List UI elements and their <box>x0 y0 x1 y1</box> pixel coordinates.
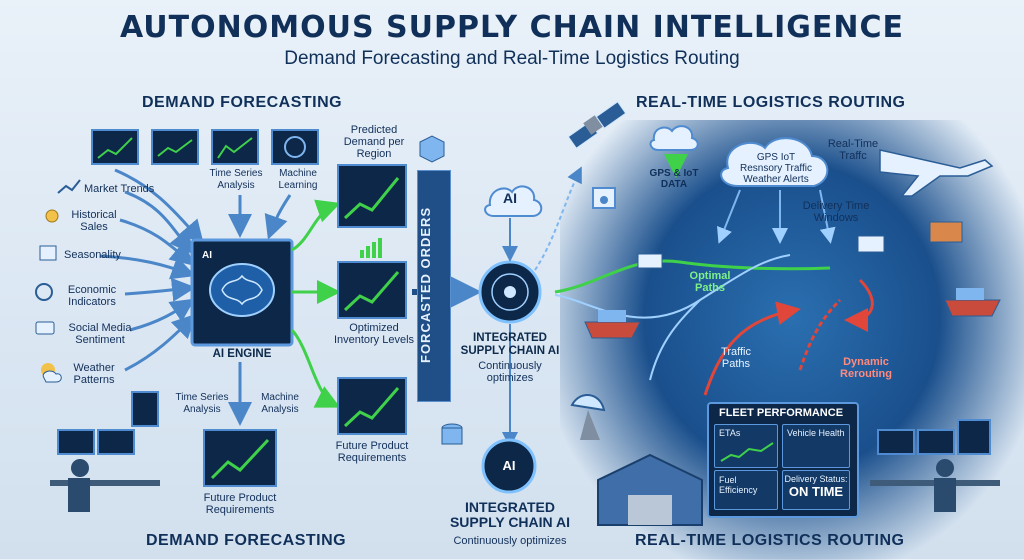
fleet-etas-label: ETAs <box>719 428 741 438</box>
ai-engine-label: AI ENGINE <box>212 348 272 360</box>
warehouse-icon <box>597 453 703 526</box>
ship-icons <box>584 288 1001 339</box>
input-market-trends: Market Trends <box>84 183 155 195</box>
input-social-media-sentiment: Social Media Sentiment <box>68 322 132 346</box>
label-future-requirements-bottom: Future Product Requirements <box>203 492 277 516</box>
brain-icon <box>209 263 275 317</box>
ai-badge: AI <box>202 250 212 261</box>
fleet-fuel-label: Fuel Efficiency <box>719 475 758 495</box>
label-predicted-demand: Predicted Demand per Region <box>343 124 405 160</box>
integrated-ai-node-bottom <box>481 438 537 494</box>
ai-cloud-icon <box>484 185 543 217</box>
label-machine-learning: Machine Learning <box>278 168 318 191</box>
fleet-etas-box: ETAs <box>714 424 778 468</box>
cloud-upload-icon <box>649 125 699 151</box>
label-traffic-paths: Traffic Paths <box>721 346 751 370</box>
satellite-icon <box>567 101 627 149</box>
label-real-time-traffic: Real-Time Traffc <box>827 138 879 162</box>
input-weather-patterns: Weather Patterns <box>73 362 115 386</box>
route-lines <box>554 189 874 396</box>
top-monitors <box>91 129 319 165</box>
section-logistics-routing-top: REAL-TIME LOGISTICS ROUTING <box>636 94 906 111</box>
input-seasonality: Seasonality <box>64 249 121 261</box>
label-delivery-windows: Delivery Time Windows <box>802 200 870 224</box>
fleet-delivery-status-box: Delivery Status: ON TIME <box>782 470 850 510</box>
database-icon <box>441 423 463 445</box>
satellite-dish-icon <box>570 394 606 440</box>
truck-icons <box>637 221 963 269</box>
page-title: AUTONOMOUS SUPPLY CHAIN INTELLIGENCE <box>120 10 904 45</box>
forecasted-orders-bar <box>417 170 451 402</box>
page-subtitle: Demand Forecasting and Real-Time Logisti… <box>284 48 740 69</box>
forecasted-orders-label: FORCASTED ORDERS <box>418 206 433 364</box>
fleet-delivery-status-value: ON TIME <box>788 484 844 499</box>
workstation-left <box>50 391 160 512</box>
bar-chart-icon <box>360 238 382 258</box>
input-icons <box>35 179 81 383</box>
label-optimized-inventory: Optimized Inventory Levels <box>333 322 415 346</box>
data-cloud-icon <box>720 137 829 187</box>
section-logistics-routing-bottom: REAL-TIME LOGISTICS ROUTING <box>635 532 905 549</box>
label-time-series-top: Time Series Analysis <box>209 168 263 191</box>
section-demand-forecasting-top: DEMAND FORECASTING <box>142 94 343 111</box>
workstation-right <box>870 419 1000 512</box>
label-future-requirements: Future Product Requirements <box>335 440 409 464</box>
integrated-ai-title-bottom: INTEGRATED SUPPLY CHAIN AI <box>449 499 571 530</box>
label-gps-iot-data: GPS & IoT DATA <box>649 168 699 190</box>
label-optimal-paths: Optimal Paths <box>689 270 731 294</box>
ai-cloud-label: AI <box>503 190 517 206</box>
input-economic-indicators: Economic Indicators <box>67 284 117 308</box>
airplane-icon <box>879 149 994 197</box>
output-panels <box>203 164 407 487</box>
label-dynamic-rerouting: Dynamic Rerouting <box>840 356 892 380</box>
label-machine-analysis: Machine Analysis <box>261 392 299 415</box>
fleet-vehicle-health-box: Vehicle Health <box>782 424 850 468</box>
package-icon <box>419 135 445 163</box>
output-arrows <box>290 199 341 408</box>
section-demand-forecasting-bottom: DEMAND FORECASTING <box>146 532 347 549</box>
fleet-fuel-box: Fuel Efficiency <box>714 470 778 510</box>
etas-chart <box>720 442 774 462</box>
integrated-ai-sub-bottom: Continuously optimizes <box>453 535 567 547</box>
fleet-delivery-status-label: Delivery Status: <box>784 474 848 484</box>
fleet-title: FLEET PERFORMANCE <box>718 407 844 419</box>
label-time-series-bottom: Time Series Analysis <box>175 392 229 415</box>
label-data-cloud: GPS IoT Resnsory Traffic Weather Alerts <box>739 152 813 185</box>
fleet-vehicle-health-label: Vehicle Health <box>787 428 845 438</box>
input-historical-sales: Historical Sales <box>71 209 117 233</box>
integrated-ai-sub-top: Continuously optimizes <box>478 360 542 384</box>
integrated-ai-badge-bottom: AI <box>502 458 516 473</box>
input-arrows <box>99 168 292 426</box>
integrated-ai-title-top: INTEGRATED SUPPLY CHAIN AI <box>460 332 560 357</box>
